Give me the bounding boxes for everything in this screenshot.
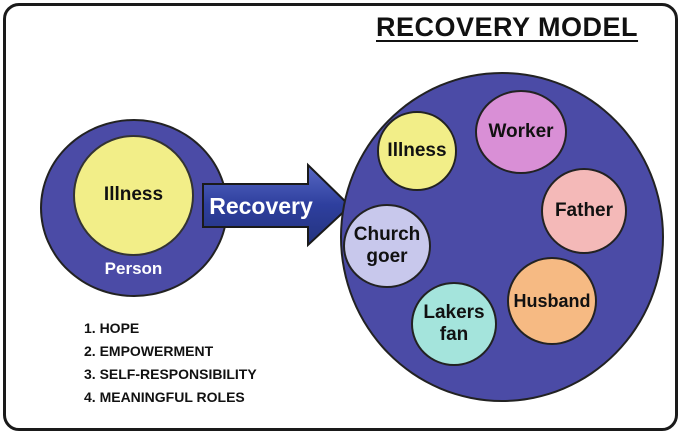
role-circle-father: Father xyxy=(541,168,627,254)
person-illness-label: Illness xyxy=(103,184,164,206)
diagram-title: RECOVERY MODEL xyxy=(376,12,639,42)
role-circle-illness: Illness xyxy=(377,111,457,191)
role-circle-worker: Worker xyxy=(475,90,567,174)
person-illness-circle xyxy=(73,135,194,256)
principle-item: 4. MEANINGFUL ROLES xyxy=(84,389,245,405)
role-circle-husband: Husband xyxy=(507,257,597,345)
principle-item: 2. EMPOWERMENT xyxy=(84,343,214,359)
person-label: Person xyxy=(104,259,163,279)
role-circle-lakers-fan: Lakers fan xyxy=(411,282,497,366)
recovery-arrow-label: Recovery xyxy=(209,192,313,219)
principle-item: 1. HOPE xyxy=(84,320,140,336)
principle-item: 3. SELF-RESPONSIBILITY xyxy=(84,366,257,382)
principles-list: 1. HOPE 2. EMPOWERMENT 3. SELF-RESPONSIB… xyxy=(84,317,257,409)
role-circle-church-goer: Church goer xyxy=(343,204,431,288)
